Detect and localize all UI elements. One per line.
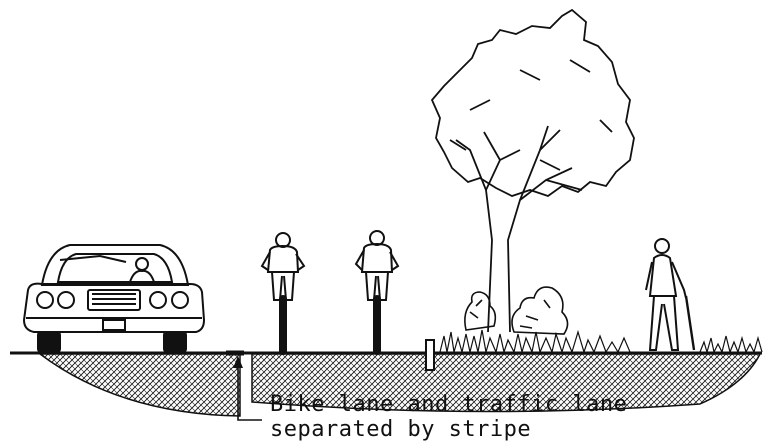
caption-line-2: separated by stripe: [270, 417, 627, 442]
shrubs: [465, 287, 568, 334]
caption-line-1: Bike lane and traffic lane: [270, 392, 627, 417]
cyclist-rear-view-right: [356, 231, 398, 354]
street-tree: [432, 10, 634, 332]
stripe-callout-label: Bike lane and traffic lane separated by …: [270, 392, 627, 442]
grass-strip: [440, 330, 762, 352]
pedestrian-with-cane: [646, 239, 694, 350]
cyclist-rear-view-left: [262, 233, 304, 354]
car-front-view: [24, 245, 204, 352]
roadside-post: [426, 340, 434, 370]
